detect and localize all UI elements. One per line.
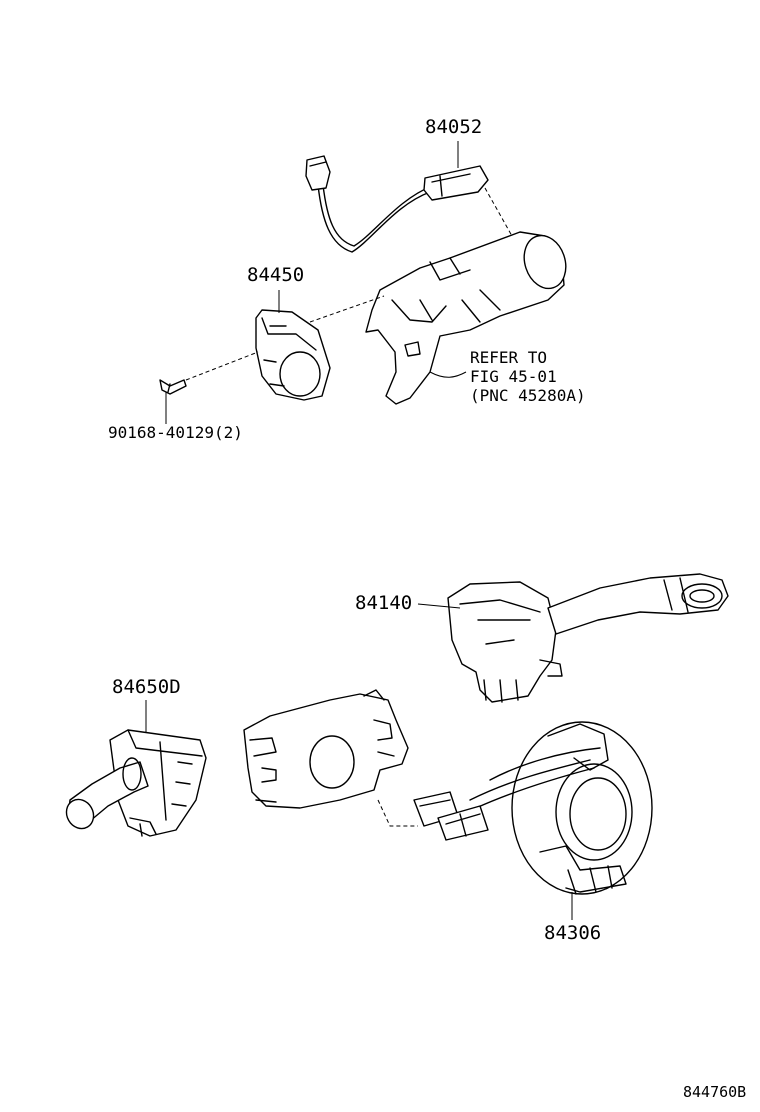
part-number-84306[interactable]: 84306 bbox=[544, 922, 602, 944]
part-number-84052[interactable]: 84052 bbox=[425, 116, 483, 138]
spiral-cable-84306-drawing bbox=[413, 721, 653, 920]
reference-note-line-1: REFER TO bbox=[470, 348, 548, 367]
switch-84650D-drawing bbox=[65, 700, 207, 837]
part-number-84140[interactable]: 84140 bbox=[355, 592, 413, 614]
switch-84140-drawing bbox=[417, 573, 729, 703]
steering-column-housing-drawing bbox=[365, 231, 567, 405]
part-number-84650D[interactable]: 84650D bbox=[112, 676, 181, 698]
bracket-assembly-drawing bbox=[243, 689, 418, 827]
switch-84450-drawing bbox=[255, 290, 385, 401]
part-number-84450[interactable]: 84450 bbox=[247, 264, 305, 286]
figure-code: 844760B bbox=[683, 1083, 747, 1101]
part-number-90168-40129[interactable]: 90168-40129(2) bbox=[108, 423, 243, 442]
reference-note-line-2: FIG 45-01 bbox=[470, 367, 557, 386]
harness-84052-drawing bbox=[305, 141, 513, 253]
screw-90168-drawing bbox=[159, 351, 259, 424]
reference-note-line-3: (PNC 45280A) bbox=[470, 386, 586, 405]
